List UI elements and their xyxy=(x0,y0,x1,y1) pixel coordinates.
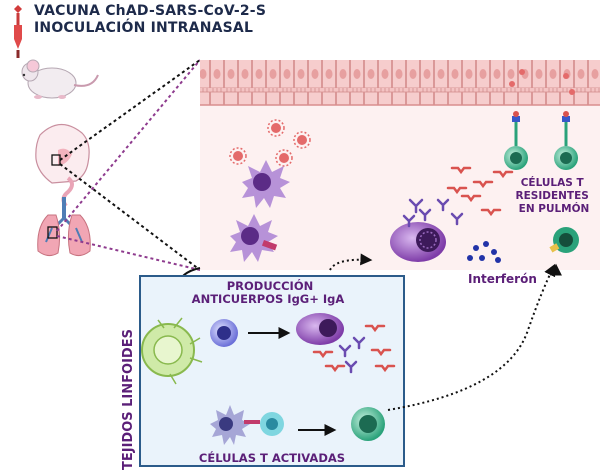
activadas-label: CÉLULAS T ACTIVADAS xyxy=(199,450,345,465)
interferon-molecules xyxy=(467,241,501,263)
plasma-cell-tissue xyxy=(390,222,446,262)
tejidos-label: TEJIDOS LINFOIDES xyxy=(121,329,136,470)
resident-t-cell-3 xyxy=(549,227,579,253)
dendritic-cell-2 xyxy=(230,214,278,262)
title-line-2: INOCULACIÓN INTRANASAL xyxy=(34,20,254,36)
lungs-icon xyxy=(37,197,91,257)
head-section-icon xyxy=(35,123,90,208)
title-line-1: VACUNA ChAD-SARS-CoV-2-S xyxy=(34,3,267,19)
celulas-t-label-1: CÉLULAS T xyxy=(521,176,585,189)
plasma-cell-lymph xyxy=(296,313,344,345)
dendritic-cell-lymph xyxy=(210,405,250,445)
lymph-node-icon xyxy=(141,317,203,385)
svg-text:CÉLULAS T RESIDENTES E: CÉLULAS T RESIDENTES EN PULMÓN xyxy=(516,176,593,215)
resident-t-cell-1 xyxy=(504,111,528,170)
naive-t-cell xyxy=(260,412,284,436)
mouse-icon xyxy=(21,59,99,99)
resident-t-cell-2 xyxy=(554,111,578,170)
arrow-to-resident-t xyxy=(387,263,556,411)
arrow-to-tissue-antibodies xyxy=(329,253,373,271)
b-cell xyxy=(210,319,238,347)
interferon-label: Interferón xyxy=(468,272,537,286)
antibodies-tissue xyxy=(402,166,514,228)
dendritic-cell-1 xyxy=(242,160,290,208)
antibodies-lymph xyxy=(312,324,396,374)
virus-particles xyxy=(229,69,575,167)
activated-t-cell xyxy=(351,407,385,441)
svg-text:PRODUCCIÓN ANTICUERPOS IgG: PRODUCCIÓN ANTICUERPOS IgG+ IgA xyxy=(192,278,345,306)
produccion-label-1: PRODUCCIÓN xyxy=(227,278,314,293)
celulas-t-label-2: RESIDENTES xyxy=(516,190,589,202)
celulas-t-label-3: EN PULMÓN xyxy=(519,202,590,215)
zoom-lines xyxy=(56,59,201,271)
produccion-label-2: ANTICUERPOS IgG+ IgA xyxy=(192,292,345,306)
vaccine-dropper-icon xyxy=(14,5,22,58)
epithelium-layer xyxy=(200,60,600,105)
antigen-presentation xyxy=(244,420,260,424)
